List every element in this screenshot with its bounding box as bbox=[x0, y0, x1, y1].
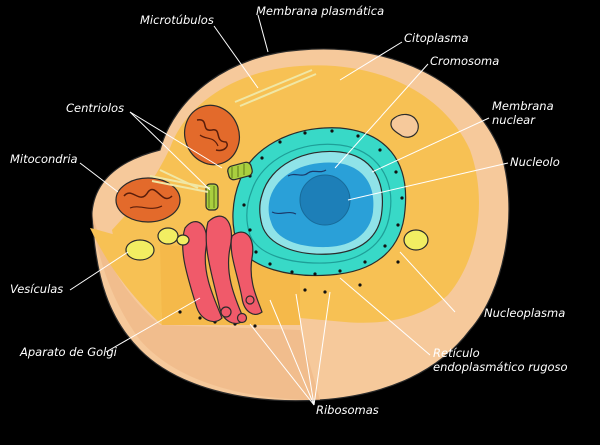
label-citoplasma: Citoplasma bbox=[404, 31, 469, 45]
label-reticulo-line2: endoplasmático rugoso bbox=[433, 360, 568, 374]
label-vesiculas: Vesículas bbox=[10, 282, 63, 296]
label-microtubulos: Microtúbulos bbox=[140, 13, 214, 27]
nucleolus bbox=[300, 175, 350, 225]
label-membrana-nuclear-line1: Membrana bbox=[492, 99, 554, 113]
label-membrana-nuclear-line2: nuclear bbox=[492, 113, 536, 127]
label-nucleolo: Nucleolo bbox=[510, 155, 560, 169]
label-nucleoplasma: Nucleoplasma bbox=[484, 306, 565, 320]
label-membrana-plasmatica: Membrana plasmática bbox=[256, 4, 384, 18]
label-centriolos: Centriolos bbox=[66, 101, 124, 115]
label-reticulo-line1: Retículo bbox=[433, 346, 480, 360]
label-aparato-golgi: Aparato de Golgi bbox=[19, 345, 118, 359]
label-cromosoma: Cromosoma bbox=[430, 54, 499, 68]
label-ribosomas: Ribosomas bbox=[316, 403, 379, 417]
label-mitocondria: Mitocondria bbox=[10, 152, 78, 166]
